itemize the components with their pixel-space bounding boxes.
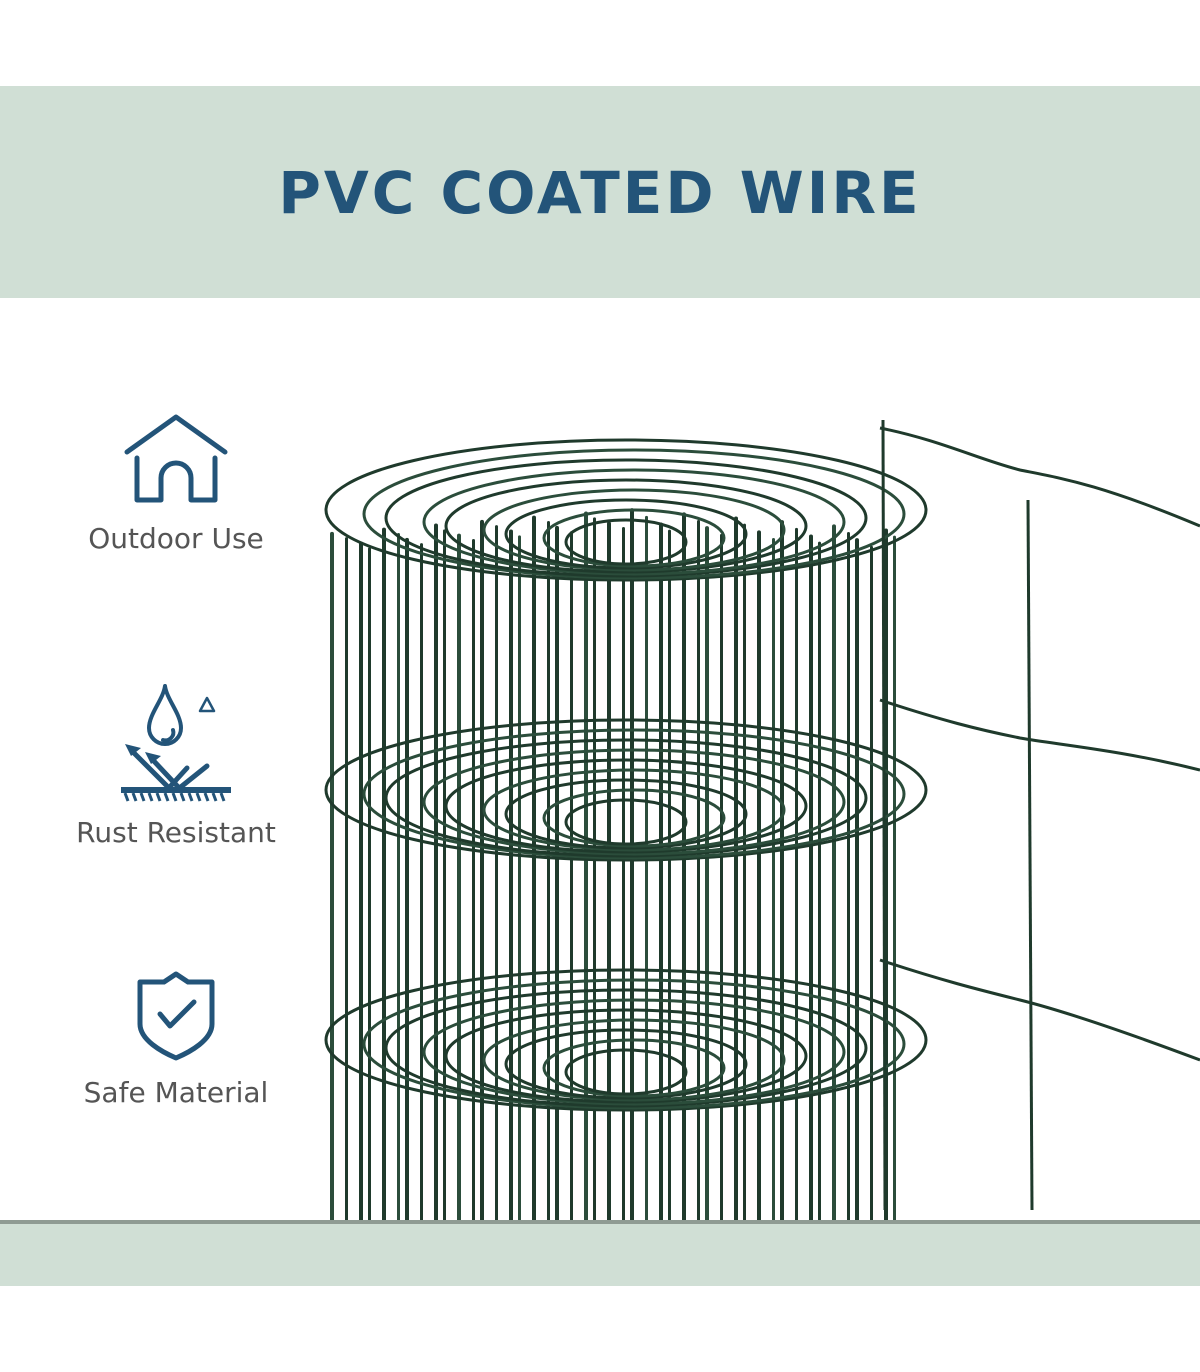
wire-ring <box>384 738 868 858</box>
wire-ring <box>444 478 808 574</box>
wire-ring <box>444 1008 808 1104</box>
wire-ring <box>422 998 846 1106</box>
wire-ring <box>564 518 688 566</box>
feature-label: Outdoor Use <box>88 522 264 555</box>
wire-ring <box>384 988 868 1108</box>
feature-label: Rust Resistant <box>76 816 276 849</box>
wire-ring <box>482 1018 786 1102</box>
wire-ring <box>542 788 726 848</box>
feature-safe-material: Safe Material <box>46 970 306 1109</box>
wire-ring <box>542 508 726 568</box>
wire-ring <box>504 498 748 570</box>
wire-ring <box>422 468 846 576</box>
wire-ring <box>362 728 906 860</box>
wire-ring <box>324 968 928 1112</box>
feature-outdoor-use: Outdoor Use <box>46 412 306 555</box>
wire-mesh-roll-image <box>324 419 1200 1220</box>
wire-roll <box>324 438 928 1220</box>
wire-ring <box>362 978 906 1110</box>
page-title: PVC COATED WIRE <box>278 159 922 227</box>
unrolled-fence <box>879 419 1200 1211</box>
wire-ring <box>564 1048 688 1096</box>
floor-line <box>0 1220 1200 1224</box>
water-drop-repel-icon <box>121 684 231 802</box>
wire-ring <box>324 718 928 862</box>
wire-ring <box>564 798 688 846</box>
wire-ring <box>384 458 868 578</box>
wire-ring <box>482 768 786 852</box>
wire-ring <box>422 748 846 856</box>
house-icon <box>124 414 228 503</box>
wire-ring <box>444 758 808 854</box>
shield-check-icon <box>137 971 215 1061</box>
wire-ring <box>504 778 748 850</box>
bottom-banner <box>0 1224 1200 1286</box>
wire-ring <box>362 448 906 580</box>
wire-ring <box>504 1028 748 1100</box>
feature-label: Safe Material <box>83 1076 269 1109</box>
feature-rust-resistant: Rust Resistant <box>46 684 306 849</box>
title-banner: PVC COATED WIRE <box>0 86 1200 298</box>
wire-ring <box>324 438 928 582</box>
wire-ring <box>542 1038 726 1098</box>
wire-ring <box>482 488 786 572</box>
